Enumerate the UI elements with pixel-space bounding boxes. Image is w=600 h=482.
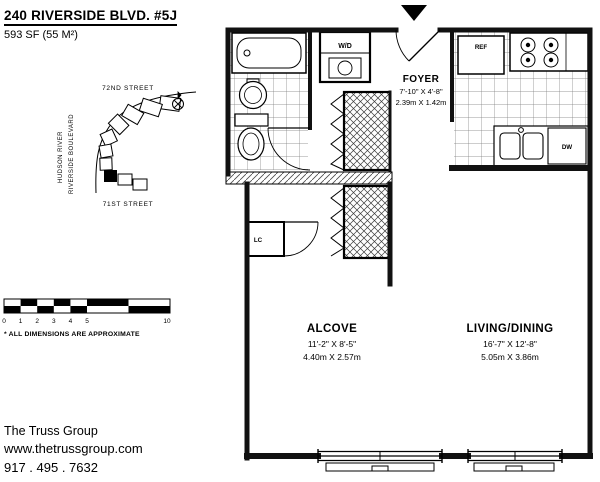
alcove-name: ALCOVE <box>307 323 357 335</box>
room-labels: FOYER 7'-10" X 4'-8" 2.39m X 1.42m ALCOV… <box>303 74 553 362</box>
foyer-dims-ft: 7'-10" X 4'-8" <box>399 87 443 96</box>
foyer-dims-m: 2.39m X 1.42m <box>396 98 447 107</box>
refrigerator: REF <box>457 35 505 75</box>
bathtub <box>231 32 307 74</box>
page-title: 240 RIVERSIDE BLVD. #5J <box>4 8 178 26</box>
compass-icon <box>172 91 184 110</box>
kitchen: REF <box>457 32 589 167</box>
linen-closet: LC <box>246 221 319 257</box>
scale-tick-2: 2 <box>35 318 39 325</box>
dimensions-note: * ALL DIMENSIONS ARE APPROXIMATE <box>4 331 140 338</box>
scale-tick-0: 0 <box>2 318 6 325</box>
living-dining-name: LIVING/DINING <box>467 323 554 335</box>
page-subtitle: 593 SF (55 M²) <box>4 29 78 41</box>
window-living <box>467 449 563 472</box>
company-website: www.thetrussgroup.com <box>4 441 143 456</box>
refrigerator-label: REF <box>475 44 488 51</box>
map-street-top-label: 72ND STREET <box>102 85 154 92</box>
lower-closet <box>342 184 392 260</box>
living-dining-dims-ft: 16'-7" X 12'-8" <box>483 339 537 349</box>
dishwasher: DW <box>547 127 587 165</box>
scale-tick-3: 3 <box>52 318 56 325</box>
scale-bar-segments <box>4 299 170 313</box>
bathroom <box>231 32 307 161</box>
location-map: 72ND STREET 71ST STREET HUDSON RIVER RIV… <box>58 85 197 208</box>
north-arrow-icon <box>401 5 427 21</box>
company-phone: 917 . 495 . 7632 <box>4 460 98 475</box>
upper-closet-bifold-door <box>330 93 345 171</box>
washer-dryer: W/D <box>318 30 372 84</box>
foyer-name: FOYER <box>403 74 440 85</box>
kitchen-sink <box>499 127 544 160</box>
linen-closet-door-arc <box>283 221 319 257</box>
pedestal-sink <box>238 78 268 110</box>
windows <box>317 449 563 472</box>
upper-closet <box>342 90 392 172</box>
foyer-label-group: FOYER 7'-10" X 4'-8" 2.39m X 1.42m <box>396 74 447 107</box>
map-hudson-river-label: HUDSON RIVER <box>58 131 64 183</box>
doors <box>267 29 441 171</box>
stove <box>509 32 589 72</box>
alcove-dims-m: 4.40m X 2.57m <box>303 352 361 362</box>
toilet <box>234 113 269 161</box>
scale-tick-5: 5 <box>85 318 89 325</box>
washer-dryer-label: W/D <box>338 43 352 50</box>
scale-tick-4: 4 <box>69 318 73 325</box>
map-street-bottom-label: 71ST STREET <box>103 201 154 208</box>
living-dining-dims-m: 5.05m X 3.86m <box>481 352 539 362</box>
scale-bar: 0 1 2 3 4 5 10 * ALL DIMENSIONS ARE APPR… <box>2 298 171 338</box>
map-riverside-blvd-label: RIVERSIDE BOULEVARD <box>69 114 75 194</box>
alcove-dims-ft: 11'-2" X 8'-5" <box>308 339 356 349</box>
scale-tick-10: 10 <box>163 318 171 325</box>
map-subject-building-marker <box>104 170 117 182</box>
window-alcove <box>317 449 443 472</box>
scale-tick-1: 1 <box>19 318 23 325</box>
dishwasher-label: DW <box>562 144 572 151</box>
linen-closet-label: LC <box>254 237 263 244</box>
bathroom-door <box>267 127 311 171</box>
company-name: The Truss Group <box>4 424 98 438</box>
entry-door <box>395 29 441 62</box>
living-dining-label-group: LIVING/DINING 16'-7" X 12'-8" 5.05m X 3.… <box>467 323 554 362</box>
walls <box>225 27 593 461</box>
lower-closet-bifold-door <box>330 187 345 257</box>
alcove-label-group: ALCOVE 11'-2" X 8'-5" 4.40m X 2.57m <box>303 323 361 362</box>
unit-floorplan: W/D REF <box>225 5 593 472</box>
bathroom-wall-band <box>225 171 393 185</box>
map-building-blocks <box>98 95 182 191</box>
